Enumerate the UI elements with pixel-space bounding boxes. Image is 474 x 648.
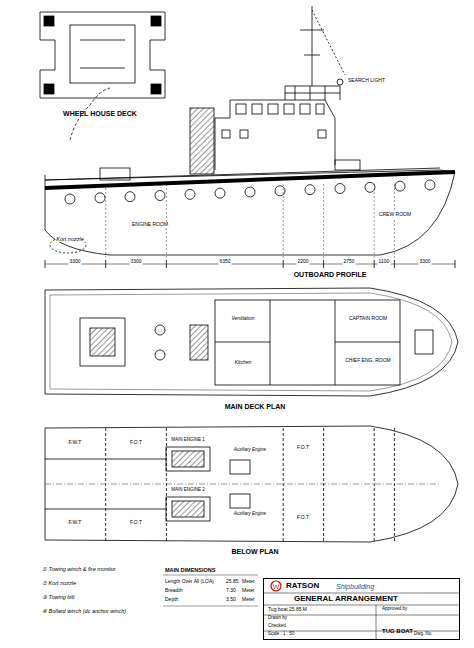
- outboard-profile: [45, 6, 455, 268]
- fender-tire: [215, 188, 225, 198]
- drawing-label: F.O.T: [296, 445, 310, 451]
- drawing-label: Meter: [242, 588, 255, 594]
- drawing-label: WHEEL HOUSE DECK: [63, 110, 137, 118]
- drawing-label: F.W.T: [68, 520, 83, 526]
- fender-tire: [335, 183, 345, 193]
- title-text: Dwg. No.: [414, 632, 433, 637]
- drawing-label: OUTBOARD PROFILE: [294, 271, 367, 279]
- title-text: GENERAL ARRANGEMENT: [294, 595, 398, 604]
- dim-tick: [374, 260, 375, 268]
- bulkhead: [394, 428, 395, 541]
- drawing-label: MAIN ENGINE 2: [170, 488, 206, 493]
- drawing-label: ④ Bollard winch (dc anchor winch): [42, 608, 126, 614]
- fender-tire: [185, 189, 195, 199]
- fender-tire: [425, 180, 435, 190]
- drawing-label: 3.50: [226, 597, 236, 603]
- drawing-label: ENGINE ROOM: [131, 222, 169, 228]
- logo: [273, 584, 279, 589]
- drawing-label: CAPTAIN ROOM: [348, 316, 388, 322]
- drawing-label: 7.30: [226, 588, 236, 594]
- frame-line: [394, 182, 395, 258]
- title-text: Checked: [268, 624, 286, 629]
- title-text: Drawn by: [268, 616, 287, 621]
- title-text: Tug boat 25.85 M: [268, 607, 307, 613]
- grid-line: [264, 593, 459, 594]
- frame-line: [374, 182, 375, 258]
- title-block: RATSON ShipbuildingGENERAL ARRANGEMENT Tug…: [263, 578, 460, 640]
- dim-tick: [323, 260, 324, 268]
- fender-tire: [125, 192, 135, 202]
- fender-tire: [305, 185, 315, 195]
- dim-tick: [166, 260, 167, 268]
- dim-tick: [283, 260, 284, 268]
- frame-line: [283, 182, 284, 258]
- dim-tick: [455, 260, 456, 268]
- drawing-label: 2200: [296, 259, 309, 265]
- drawing-label: MAIN DIMENSIONS: [165, 567, 215, 573]
- bulkhead: [374, 428, 375, 541]
- main-deck-plan: [45, 288, 458, 396]
- drawing-label: 6350: [218, 259, 231, 265]
- logo: [271, 581, 281, 591]
- frame-line: [166, 182, 167, 258]
- drawing-label: MAIN DECK PLAN: [225, 403, 286, 411]
- fender-tire: [365, 182, 375, 192]
- wheelhouse-deck-plan: [40, 12, 165, 98]
- drawing-label: ② Kort nozzle: [42, 580, 76, 586]
- drawing-label: SEARCH LIGHT: [348, 78, 385, 84]
- frame-line: [105, 182, 106, 258]
- title-text: RATSON: [286, 582, 319, 591]
- drawing-label: ① Towing winch & fire monitor: [42, 566, 116, 572]
- drawing-label: CHIEF ENG. ROOM: [344, 358, 392, 364]
- drawing-label: 1100: [378, 259, 391, 265]
- drawing-label: Auxiliary Engine: [233, 448, 267, 453]
- drawing-label: 3300: [418, 259, 431, 265]
- drawing-label: BELOW PLAN: [231, 548, 278, 556]
- drawing-label: F.O.T: [296, 515, 310, 521]
- title-text: Approved by: [382, 607, 407, 612]
- fender-tire: [155, 191, 165, 201]
- drawing-label: Meter: [242, 579, 255, 585]
- fender-tire: [95, 193, 105, 203]
- drawing-label: Kort nozzle: [55, 236, 85, 242]
- bulkhead: [105, 428, 106, 541]
- drawing-label: MAIN ENGINE 1: [170, 438, 206, 443]
- drawing-label: Length Over All (LOA): [165, 579, 214, 585]
- grid-line: [376, 605, 377, 639]
- drawing-label: F.O.T: [129, 520, 143, 526]
- bulkhead: [323, 428, 324, 541]
- frame-line: [323, 182, 324, 258]
- drawing-label: CREW ROOM: [378, 212, 412, 218]
- drawing-label: F.O.T: [129, 440, 143, 446]
- drawing-label: 3300: [129, 259, 142, 265]
- drawing-label: Meter: [242, 597, 255, 603]
- drawing-label: Depth: [165, 597, 178, 603]
- title-text: TUG BOAT: [382, 628, 413, 635]
- drawing-label: ③ Towing bitt: [42, 594, 75, 600]
- bulkhead: [166, 428, 167, 541]
- title-text: Scale : 1 : 50: [268, 632, 294, 637]
- fender-tire: [65, 194, 75, 204]
- drawing-label: Ventilation: [230, 316, 255, 322]
- fender-tire: [245, 187, 255, 197]
- drawing-label: 2750: [342, 259, 355, 265]
- title-text: Shipbuilding: [336, 583, 374, 591]
- grid-line: [264, 615, 459, 616]
- drawing-label: 3300: [68, 259, 81, 265]
- drawing-label: Auxiliary Engine: [233, 512, 267, 517]
- drawing-label: Breadth: [165, 588, 183, 594]
- dim-tick: [45, 260, 46, 268]
- below-plan: [45, 426, 458, 542]
- fender-tire: [275, 186, 285, 196]
- dim-tick: [105, 260, 106, 268]
- fender-tire: [395, 181, 405, 191]
- grid-line: [264, 605, 459, 606]
- drawing-label: 25.85: [226, 579, 239, 585]
- drawing-label: Kitchen: [234, 360, 253, 366]
- dimension-table: [163, 575, 258, 606]
- drawing-label: F.W.T: [68, 440, 83, 446]
- bulkhead: [283, 428, 284, 541]
- dim-tick: [394, 260, 395, 268]
